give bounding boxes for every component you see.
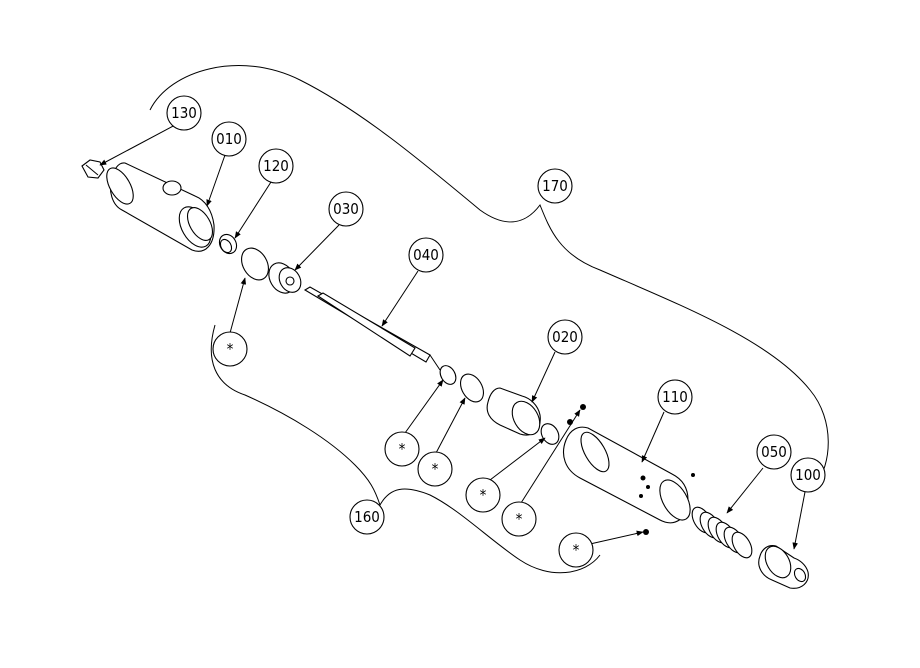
washer-1 [439, 365, 457, 385]
leader-lines [99, 123, 806, 550]
group-brace-160 [210, 324, 601, 574]
balloon-star-1: * [212, 331, 248, 367]
svg-text:*: * [432, 460, 439, 478]
svg-text:160: 160 [354, 508, 380, 526]
part-030-nut [268, 262, 302, 294]
part-020-piston [486, 387, 541, 436]
balloon-star-5: * [501, 501, 537, 537]
balloon-170: 170 [537, 168, 573, 204]
balloon-star-3: * [417, 451, 453, 487]
balloon-110: 110 [657, 379, 693, 415]
svg-text:050: 050 [761, 443, 787, 461]
svg-text:130: 130 [171, 104, 197, 122]
svg-text:*: * [573, 541, 580, 559]
svg-text:100: 100 [795, 466, 821, 484]
part-040-shaft [303, 286, 441, 371]
svg-text:*: * [399, 440, 406, 458]
balloon-050: 050 [756, 434, 792, 470]
group-brace-170 [149, 65, 829, 486]
o-ring-1 [241, 247, 269, 281]
part-010-body [106, 162, 215, 252]
part-050-spring [691, 506, 753, 559]
balloon-120: 120 [258, 148, 294, 184]
balloon-030: 030 [328, 191, 364, 227]
svg-text:010: 010 [216, 130, 242, 148]
part-100-end-cap [758, 545, 809, 589]
balloon-130: 130 [166, 95, 202, 131]
balloon-star-6: * [558, 532, 594, 568]
balloon-star-2: * [384, 431, 420, 467]
balloon-160: 160 [349, 499, 385, 535]
balloon-100: 100 [790, 457, 826, 493]
part-110-housing [562, 426, 695, 524]
o-ring-2 [459, 373, 485, 403]
svg-text:040: 040 [413, 246, 439, 264]
svg-text:020: 020 [552, 328, 578, 346]
svg-text:120: 120 [263, 157, 289, 175]
balloon-star-4: * [465, 477, 501, 513]
balloon-020: 020 [547, 319, 583, 355]
part-130-plug [81, 159, 105, 179]
svg-text:*: * [516, 510, 523, 528]
svg-text:030: 030 [333, 200, 359, 218]
part-120-bushing [218, 233, 238, 255]
balloon-040: 040 [408, 237, 444, 273]
svg-text:110: 110 [662, 388, 688, 406]
svg-text:170: 170 [542, 177, 568, 195]
svg-text:*: * [480, 486, 487, 504]
svg-text:*: * [227, 340, 234, 358]
balloon-010: 010 [211, 121, 247, 157]
